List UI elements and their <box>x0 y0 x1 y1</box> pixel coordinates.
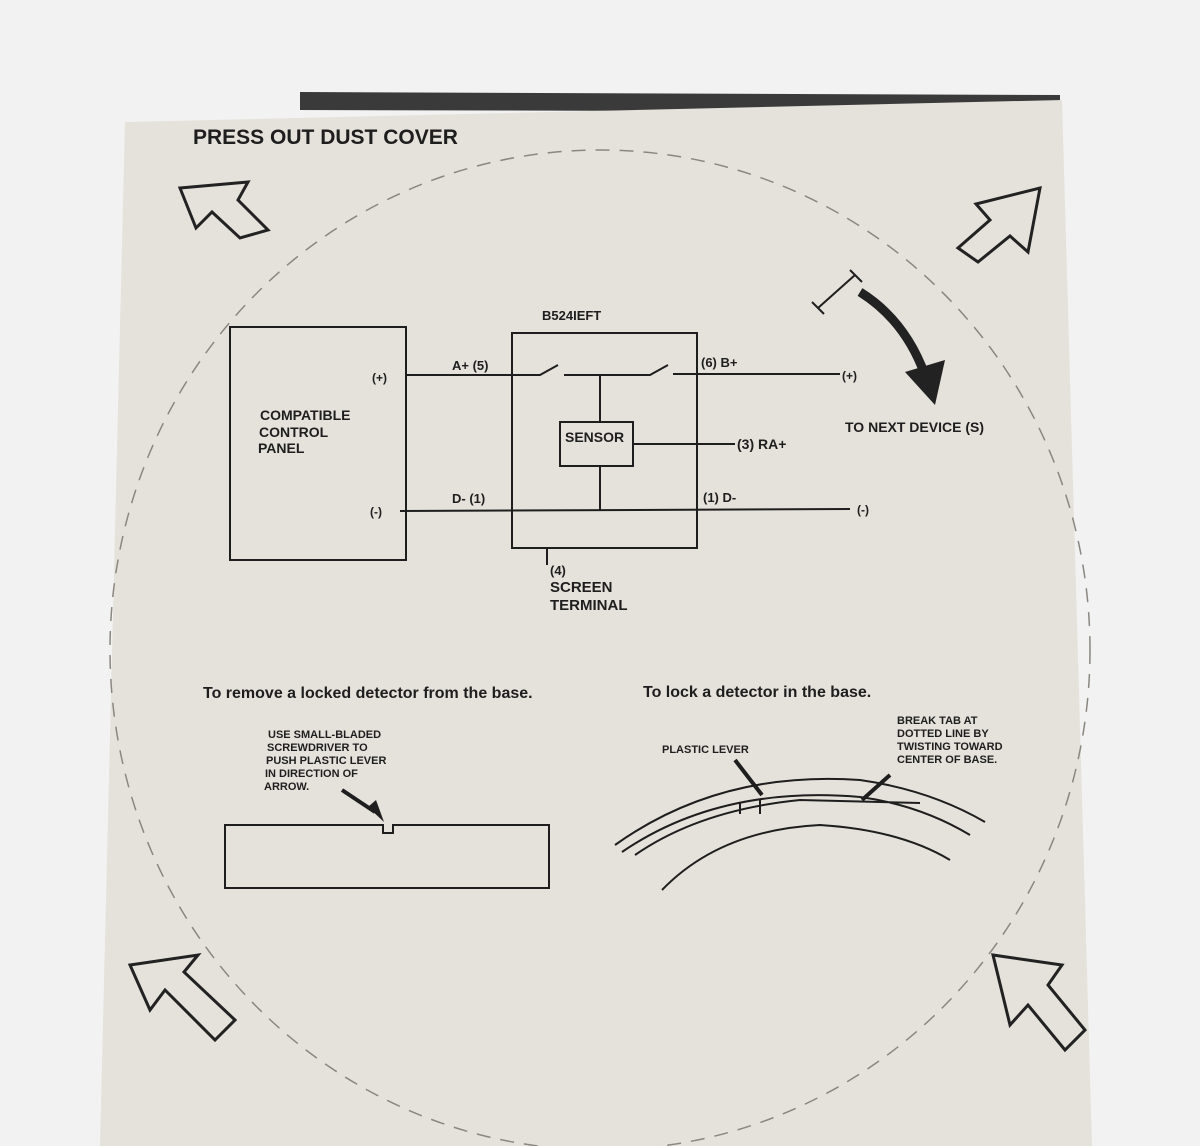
detector-box <box>511 332 698 549</box>
remove-title: To remove a locked detector from the bas… <box>203 685 533 702</box>
next-plus-label: (+) <box>842 369 857 383</box>
positive-line <box>406 364 840 376</box>
remove-instruction: ARROW. <box>264 781 309 793</box>
next-device-label: TO NEXT DEVICE (S) <box>845 419 984 435</box>
base-ring-drawing <box>614 777 986 891</box>
control-panel-box <box>229 326 407 561</box>
lock-title: To lock a detector in the base. <box>643 684 871 701</box>
remove-instruction: SCREWDRIVER TO <box>267 742 368 754</box>
rotate-arrow-head-icon <box>905 360 945 405</box>
panel-label: CONTROL <box>259 424 329 440</box>
sensor-box <box>559 421 634 467</box>
panel-minus: (-) <box>370 505 382 519</box>
remove-instruction: IN DIRECTION OF <box>265 768 358 780</box>
panel-label: COMPATIBLE <box>260 407 350 423</box>
screen-label: (4) <box>550 563 566 578</box>
arrow-icon-top-left <box>177 180 271 240</box>
pointer-arrow-head-icon <box>368 800 384 822</box>
d-minus-out-label: (1) D- <box>703 490 736 505</box>
lever-label: PLASTIC LEVER <box>662 744 749 756</box>
remove-instruction: PUSH PLASTIC LEVER <box>266 755 386 767</box>
tab-label: DOTTED LINE BY <box>897 728 989 740</box>
tab-label: CENTER OF BASE. <box>897 754 997 766</box>
lock-section: To lock a detector in the base. PLASTIC … <box>614 684 1003 891</box>
sensor-label: SENSOR <box>565 429 624 445</box>
screen-label: TERMINAL <box>550 597 628 614</box>
next-minus-label: (-) <box>857 503 869 517</box>
b-plus-label: (6) B+ <box>701 355 738 370</box>
sensor-connections <box>599 375 735 510</box>
tab-label: TWISTING TOWARD <box>897 741 1003 753</box>
panel-plus: (+) <box>372 371 387 385</box>
device-label: B524IEFT <box>542 308 601 323</box>
screen-label: SCREEN <box>550 579 613 596</box>
tab-label: BREAK TAB AT <box>897 715 978 727</box>
heading: PRESS OUT DUST COVER <box>193 126 458 149</box>
rotate-arrow-icon <box>857 288 930 377</box>
negative-line <box>399 508 851 512</box>
tab-arrow-icon <box>860 773 892 802</box>
arrow-icon-bottom-left <box>127 952 238 1043</box>
card-surface <box>100 100 1092 1146</box>
base-lever-drawing <box>224 824 550 889</box>
remove-section: To remove a locked detector from the bas… <box>203 685 550 889</box>
dust-cover-perforation[interactable] <box>109 149 1091 1146</box>
a-plus-label: A+ (5) <box>452 358 488 373</box>
wiring-diagram: B524IEFT COMPATIBLE CONTROL PANEL (+) (-… <box>229 308 984 614</box>
d-minus-in-label: D- (1) <box>452 491 485 506</box>
ra-plus-label: (3) RA+ <box>737 436 786 452</box>
remove-instruction: USE SMALL-BLADED <box>268 729 381 741</box>
arrow-icon-top-right <box>955 185 1042 264</box>
lever-arrow-icon <box>733 758 764 797</box>
arrow-icon-bottom-right <box>991 953 1088 1053</box>
tab-marker <box>811 269 863 315</box>
panel-label: PANEL <box>258 440 305 456</box>
